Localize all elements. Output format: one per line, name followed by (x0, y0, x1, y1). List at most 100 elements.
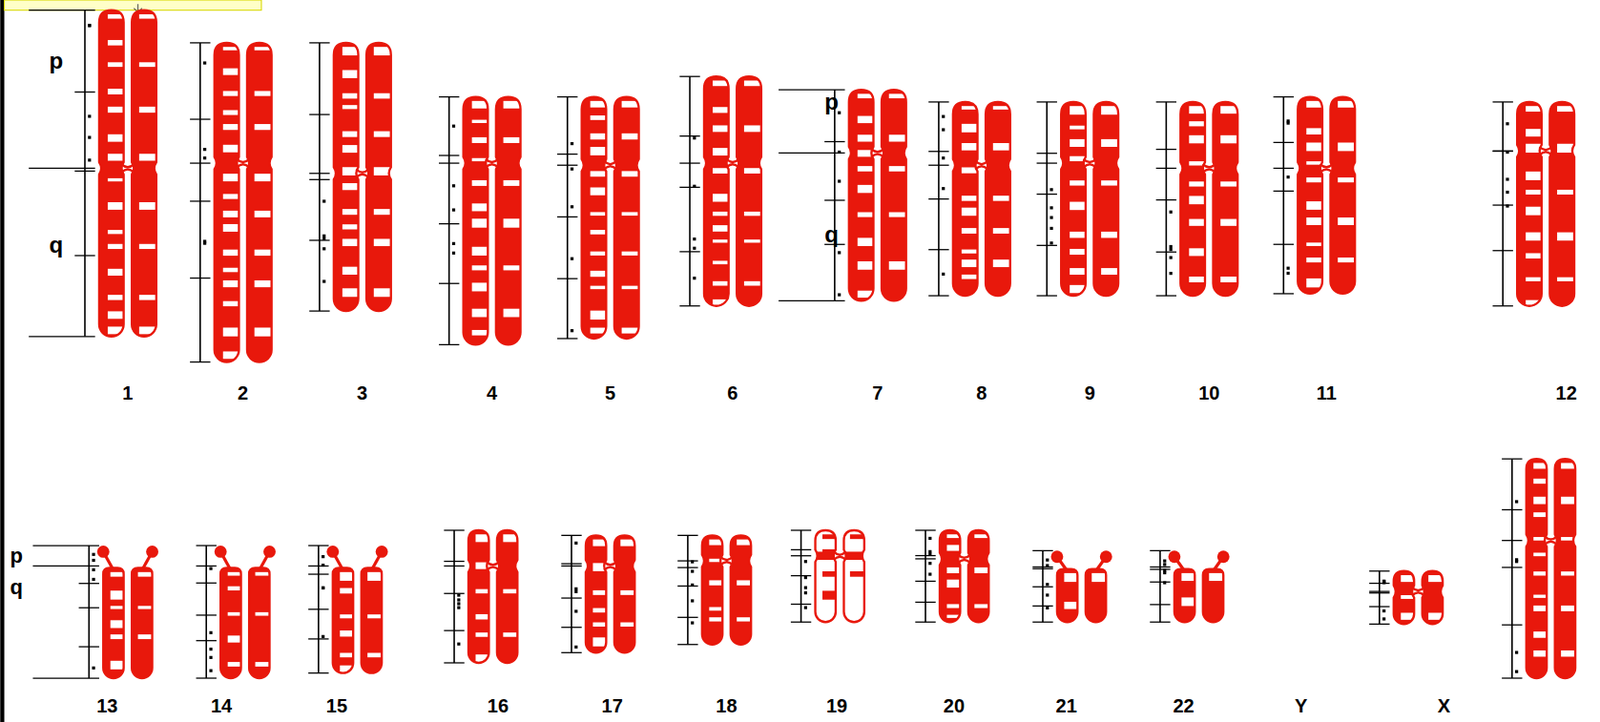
chromosome-number: 1 (122, 383, 133, 403)
satellite (326, 545, 339, 559)
band-ruler (570, 535, 573, 653)
chromosome-band (1069, 180, 1087, 186)
chromosome-band (961, 249, 979, 254)
chromatid-fill (580, 94, 609, 341)
band-mark (1287, 271, 1290, 275)
chromosome-band (367, 614, 382, 619)
arm-label: q (48, 233, 63, 257)
chromatid-bands (1420, 569, 1446, 627)
satellite (1051, 550, 1064, 563)
ruler-tick (1032, 622, 1053, 624)
band-mark (837, 179, 841, 183)
chromatid-outline (366, 42, 392, 312)
band-mark (804, 576, 808, 580)
ruler-tick (1032, 550, 1053, 552)
chromosome-band (993, 195, 1011, 201)
chromosome-band (342, 104, 360, 109)
chromosome-band (374, 131, 392, 138)
chromatid-bands (247, 543, 272, 681)
chromosome-band (1525, 252, 1543, 259)
ruler-tick (1369, 590, 1390, 592)
band-mark (1505, 190, 1509, 194)
chromosome-band (1188, 195, 1206, 205)
chromosome-band (342, 288, 360, 297)
chromosome-band (472, 309, 490, 318)
band-mark (322, 199, 326, 203)
chromatid-fill (212, 41, 242, 365)
band-mark (321, 586, 325, 590)
band-mark (1163, 581, 1166, 584)
ruler-tick (1156, 101, 1177, 103)
arm-label: p (824, 90, 839, 114)
band-mark (1505, 204, 1509, 208)
chromosome-band (139, 244, 157, 250)
ruler-tick (914, 602, 936, 603)
chromatid-bands (245, 41, 274, 365)
ruler-tick (1156, 167, 1177, 169)
chromatid-fill (1547, 100, 1577, 309)
chromosome-band (857, 261, 875, 271)
chromosome-band (223, 68, 241, 76)
chromosome-band (590, 211, 608, 216)
ruler-tick (1369, 570, 1390, 572)
band-mark (322, 234, 326, 238)
ruler-tick (1149, 550, 1170, 552)
chromosome-number: X (1437, 696, 1451, 716)
band-mark (1049, 241, 1053, 245)
ruler-tick (309, 172, 330, 174)
chromosome-band (107, 269, 125, 276)
ruler-tick (189, 118, 210, 120)
chromosome-band (822, 571, 837, 578)
chromatid-outline (361, 568, 382, 674)
ruler-tick (928, 150, 949, 152)
chromosome-band (138, 605, 153, 609)
chromatid-bands (580, 94, 609, 341)
chromosome-band (974, 567, 989, 574)
chromosome-band (592, 623, 607, 627)
chromosome-band (590, 187, 608, 196)
ruler-tick (561, 565, 582, 567)
band-mark (208, 631, 212, 635)
centromere-join (236, 164, 250, 167)
ruler-tick (1273, 190, 1294, 192)
ruler-tick (1501, 624, 1522, 626)
chromatid-bands (966, 528, 992, 625)
chromosome-band (1306, 177, 1324, 183)
band-mark (457, 602, 460, 605)
chromosome-number: 10 (1198, 383, 1220, 403)
chromatid-fill (247, 543, 272, 681)
band-mark (321, 555, 325, 559)
band-mark (1045, 593, 1049, 597)
chromatid-outline (1174, 569, 1195, 624)
ruler-tick (1037, 162, 1058, 164)
band-mark (457, 593, 460, 597)
band-mark (804, 560, 808, 563)
chromatid-fill (1328, 94, 1357, 296)
chromatid-fill (879, 87, 909, 304)
ruler-tick (1032, 605, 1053, 607)
chromosome-band (472, 330, 490, 336)
ruler-tick (557, 96, 578, 98)
band-mark (574, 590, 578, 594)
chromosome-band (712, 124, 730, 132)
chromosome-band (374, 208, 392, 215)
ruler-tick (1156, 199, 1177, 201)
chromosome-band (107, 229, 125, 234)
chromatid-fill (494, 94, 523, 347)
chromosome-band (712, 106, 730, 113)
band-mark (1169, 248, 1173, 251)
band-ruler (686, 535, 689, 645)
band-ruler (1378, 571, 1381, 625)
chromosome-band (1525, 277, 1543, 282)
centromere-join (603, 561, 617, 565)
band-mark (690, 583, 694, 587)
chromosome-band (223, 124, 241, 130)
chromosome-band (1188, 219, 1206, 227)
chromosome-band (857, 211, 875, 217)
chromosome-band (139, 202, 157, 210)
chromosome-band (1306, 242, 1324, 247)
band-mark (1382, 617, 1386, 621)
band-mark (804, 586, 808, 590)
chromosome-band (342, 224, 360, 229)
